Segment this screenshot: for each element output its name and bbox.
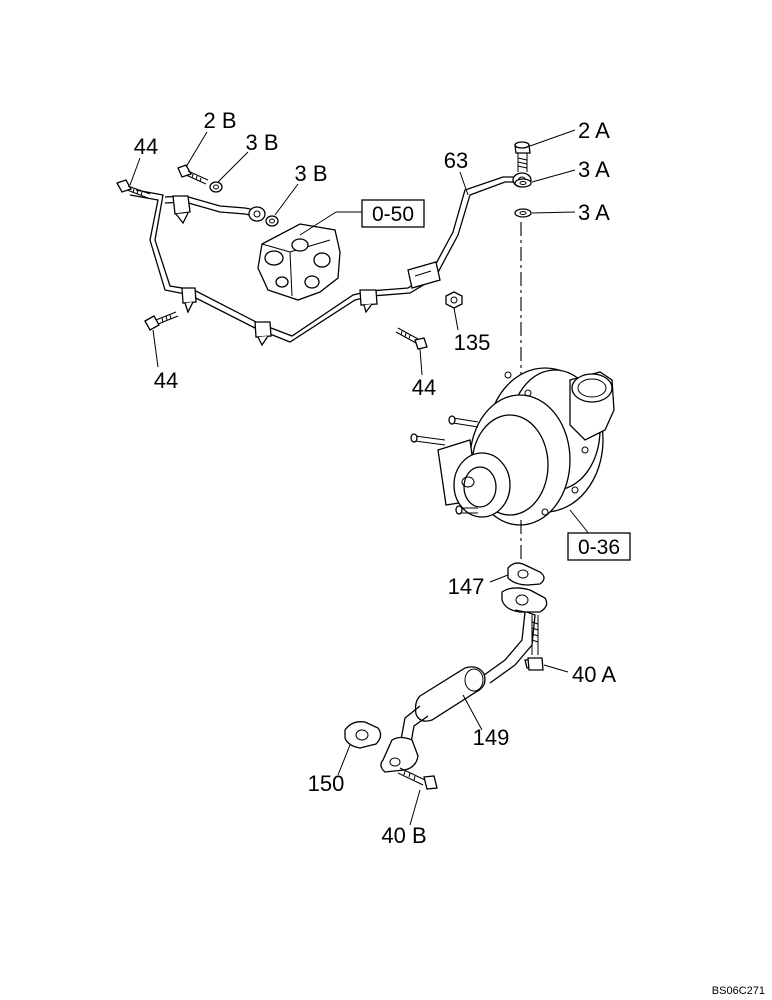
washer-3a-1 — [514, 178, 532, 188]
label-3a-1: 3 A — [578, 157, 610, 182]
pipe-clip-top — [172, 195, 191, 225]
pipe-bracket-135 — [407, 261, 441, 289]
bolt-40b — [397, 767, 438, 790]
bolt-44-mid — [395, 327, 428, 350]
bolt-2a — [514, 141, 531, 172]
pipe-clip-left — [181, 287, 197, 314]
washer-3a-2 — [514, 208, 532, 218]
washer-3b-2 — [265, 215, 279, 227]
washer-3b-1 — [209, 181, 223, 193]
ref-label-0-36: 0-36 — [578, 536, 620, 559]
bolt-2b — [177, 164, 209, 185]
bolt-40a — [527, 615, 544, 671]
label-3b-1: 3 B — [245, 130, 278, 155]
label-44-top: 44 — [134, 134, 158, 159]
label-44-mid: 44 — [412, 375, 436, 400]
label-147: 147 — [448, 574, 485, 599]
label-150: 150 — [308, 771, 345, 796]
pipe-clip-lower — [254, 321, 272, 347]
label-3a-2: 3 A — [578, 200, 610, 225]
label-135: 135 — [454, 330, 491, 355]
label-63: 63 — [444, 148, 468, 173]
turbocharger — [410, 367, 615, 526]
label-2a: 2 A — [578, 118, 610, 143]
ref-box-0-50: 0-50 — [361, 199, 425, 228]
oil-filter-head — [257, 223, 341, 301]
pipe-clip-right — [359, 289, 378, 314]
label-3b-2: 3 B — [294, 161, 327, 186]
gasket-147 — [507, 562, 545, 586]
label-40b: 40 B — [381, 823, 426, 848]
ref-label-0-50: 0-50 — [372, 203, 414, 226]
ref-box-0-36: 0-36 — [567, 532, 631, 561]
drawing-code: BS06C271 — [712, 985, 765, 997]
label-40a: 40 A — [572, 662, 616, 687]
pipe-eye-fitting-left — [248, 206, 266, 222]
gasket-150 — [344, 721, 382, 749]
bolt-44-left — [144, 311, 179, 331]
oil-drain-pipe — [380, 587, 548, 773]
label-149: 149 — [473, 725, 510, 750]
bolt-44-top — [116, 179, 151, 199]
label-2b: 2 B — [203, 108, 236, 133]
nut-135 — [445, 291, 463, 309]
label-44-left: 44 — [154, 368, 178, 393]
